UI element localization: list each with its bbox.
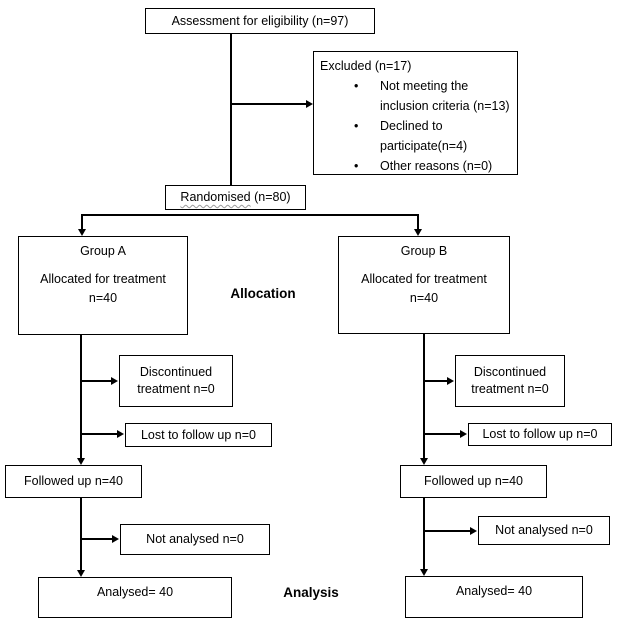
connector-lost-b (424, 433, 461, 435)
group-b-title: Group B (400, 244, 448, 258)
lost-a-label: Lost to follow up n=0 (140, 427, 256, 442)
arrowhead-down-group-a-icon (78, 229, 86, 236)
discontinued-b-box: Discontinued treatment n=0 (455, 355, 565, 407)
lost-b-box: Lost to follow up n=0 (468, 423, 612, 446)
excluded-bullet-item: • Declined to participate(n=4) (348, 116, 520, 156)
arrowhead-right-lost-a-icon (117, 430, 124, 438)
randomised-word: Randomised (180, 190, 251, 204)
discontinued-a-label: Discontinued treatment n=0 (137, 365, 215, 396)
connector-lost-a (81, 433, 118, 435)
randomised-count: (n=80) (250, 190, 291, 204)
lost-a-box: Lost to follow up n=0 (125, 423, 272, 447)
connector-branch (82, 214, 419, 216)
group-b-count: n=40 (409, 291, 439, 305)
arrowhead-right-not-analysed-b-icon (470, 527, 477, 535)
assessment-label: Assessment for eligibility (n=97) (171, 13, 349, 28)
analysed-a-label: Analysed= 40 (96, 585, 174, 599)
followed-b-box: Followed up n=40 (400, 465, 547, 498)
arrowhead-right-not-analysed-a-icon (112, 535, 119, 543)
not-analysed-a-label: Not analysed n=0 (146, 532, 244, 546)
arrowhead-right-discontinued-a-icon (111, 377, 118, 385)
connector-group-a-followed (80, 335, 82, 459)
excluded-box: Excluded (n=17) • Not meeting the inclus… (313, 51, 518, 175)
connector-discontinued-b (424, 380, 448, 382)
arrowhead-right-lost-b-icon (460, 430, 467, 438)
not-analysed-b-box: Not analysed n=0 (478, 516, 610, 545)
connector-followed-b-analysed (423, 498, 425, 570)
not-analysed-b-label: Not analysed n=0 (495, 523, 593, 537)
discontinued-b-label: Discontinued treatment n=0 (471, 365, 549, 396)
group-b-allocated: Allocated for treatment (361, 272, 487, 286)
connector-assessment-randomised (230, 33, 232, 185)
arrowhead-down-analysed-a-icon (77, 570, 85, 577)
connector-group-b-followed (423, 334, 425, 459)
randomised-label: Randomised (n=80) (180, 189, 290, 206)
arrowhead-down-analysed-b-icon (420, 569, 428, 576)
excluded-bullet-text: Other reasons (n=0) (380, 159, 493, 173)
excluded-bullet-text: Not meeting the inclusion criteria (n=13… (380, 79, 510, 113)
connector-discontinued-a (81, 380, 112, 382)
excluded-bullet-item: • Not meeting the inclusion criteria (n=… (348, 76, 520, 116)
analysed-b-label: Analysed= 40 (455, 584, 533, 598)
arrowhead-down-followed-a-icon (77, 458, 85, 465)
not-analysed-a-box: Not analysed n=0 (120, 524, 270, 555)
lost-b-label: Lost to follow up n=0 (482, 427, 598, 441)
arrowhead-down-group-b-icon (414, 229, 422, 236)
excluded-bullet-text: Declined to participate(n=4) (380, 119, 468, 153)
followed-a-box: Followed up n=40 (5, 465, 142, 498)
discontinued-a-box: Discontinued treatment n=0 (119, 355, 233, 407)
analysed-b-box: Analysed= 40 (405, 576, 583, 618)
connector-followed-a-analysed (80, 498, 82, 571)
excluded-bullet-item: • Other reasons (n=0) (348, 156, 520, 176)
followed-a-label: Followed up n=40 (23, 474, 124, 488)
connector-drop-group-b (417, 214, 419, 230)
group-b-box: Group B Allocated for treatment n=40 (338, 236, 510, 334)
group-a-allocated: Allocated for treatment (40, 272, 166, 286)
group-a-box: Group A Allocated for treatment n=40 (18, 236, 188, 335)
excluded-title: Excluded (n=17) (320, 59, 412, 73)
arrowhead-down-followed-b-icon (420, 458, 428, 465)
stage-label-allocation: Allocation (230, 286, 296, 301)
connector-not-analysed-b (424, 530, 471, 532)
bullet-icon: • (354, 119, 359, 133)
bullet-icon: • (354, 159, 359, 173)
randomised-box: Randomised (n=80) (165, 185, 306, 210)
followed-b-label: Followed up n=40 (423, 474, 524, 488)
group-a-title: Group A (80, 244, 126, 258)
arrowhead-right-excluded-icon (306, 100, 313, 108)
analysed-a-box: Analysed= 40 (38, 577, 232, 618)
connector-not-analysed-a (81, 538, 113, 540)
assessment-box: Assessment for eligibility (n=97) (145, 8, 375, 34)
connector-excluded (231, 103, 307, 105)
arrowhead-right-discontinued-b-icon (447, 377, 454, 385)
connector-drop-group-a (81, 214, 83, 230)
group-a-count: n=40 (88, 291, 118, 305)
stage-label-analysis: Analysis (283, 585, 339, 600)
bullet-icon: • (354, 79, 359, 93)
